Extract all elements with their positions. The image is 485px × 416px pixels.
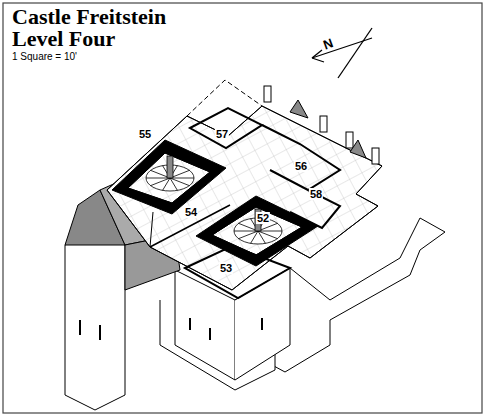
room-number: 57 (215, 128, 229, 140)
room-number: 53 (219, 262, 233, 274)
scale-note: 1 Square = 10' (12, 51, 77, 62)
spiral-stairs (146, 156, 282, 244)
map-title: Castle Freitstein Level Four (12, 6, 202, 50)
frame (3, 3, 482, 413)
room-number: 55 (138, 128, 152, 140)
compass (312, 28, 372, 78)
room-number: 54 (184, 206, 198, 218)
room-number: 52 (256, 212, 270, 224)
room-number: 56 (294, 160, 308, 172)
windows (190, 318, 262, 340)
floor-plan (107, 80, 382, 298)
compass-letter: N (321, 35, 335, 52)
chimneys (264, 86, 379, 164)
room-number: 58 (309, 188, 323, 200)
